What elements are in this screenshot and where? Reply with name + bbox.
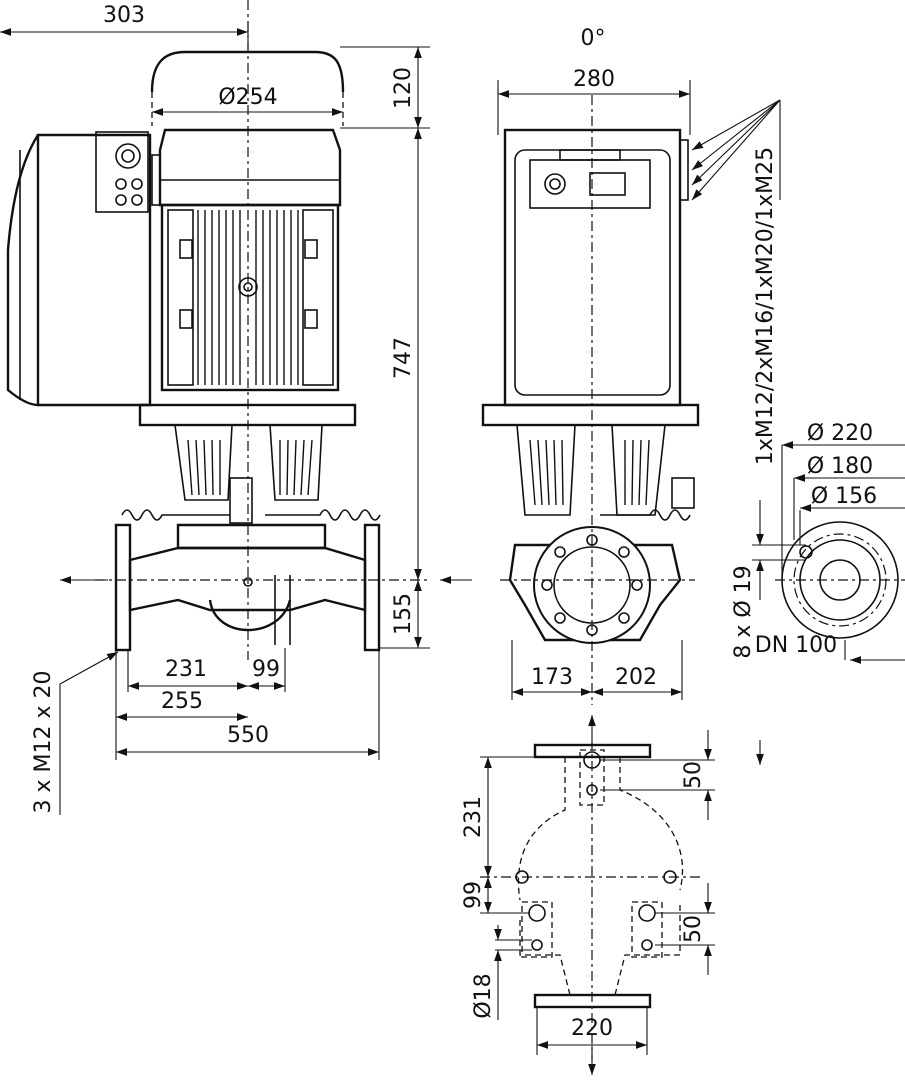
- dim-99-front: 99: [252, 657, 280, 682]
- dim-120: 120: [391, 67, 416, 109]
- side-lantern-slots: [529, 439, 650, 506]
- dim-202: 202: [615, 665, 657, 690]
- dim-255: 255: [161, 689, 203, 714]
- electronics-module: [6, 131, 161, 407]
- angle-label: 0°: [581, 26, 606, 51]
- hole-diameter-18: Ø18: [471, 973, 496, 1018]
- dim-231-base: 231: [461, 796, 486, 838]
- dim-303: 303: [103, 3, 145, 28]
- flange-d220: Ø 220: [807, 421, 873, 446]
- dim-220-base: 220: [571, 1016, 613, 1041]
- dim-280: 280: [573, 67, 615, 92]
- cable-glands: 1xM12/2xM16/1xM20/1xM25: [753, 147, 778, 465]
- flange-d156: Ø 156: [811, 484, 877, 509]
- dim-99-base: 99: [461, 881, 486, 909]
- dim-550: 550: [227, 723, 269, 748]
- dim-50-bottom: 50: [681, 915, 706, 943]
- flange-holes: 8 x Ø 19: [731, 565, 756, 658]
- flange-d180: Ø 180: [807, 454, 873, 479]
- bolt-callout: 3 x M12 x 20: [31, 671, 56, 814]
- motor-fins: [197, 210, 299, 385]
- dim-173: 173: [531, 665, 573, 690]
- dim-50-top: 50: [681, 761, 706, 789]
- base-view: 50 50 231 99 Ø18 220: [461, 715, 764, 1075]
- flange-detail: Ø 220 Ø 180 Ø 156 8 x Ø 19 DN 100: [731, 421, 905, 664]
- dim-155: 155: [391, 593, 416, 635]
- dim-231-front: 231: [165, 657, 207, 682]
- dim-747: 747: [391, 337, 416, 379]
- flange-dn: DN 100: [755, 633, 837, 658]
- front-view: 303 Ø254: [0, 0, 472, 815]
- side-view: 0° 280 1xM12/2xM16/1xM20/1xM25: [481, 26, 781, 705]
- lantern-slots: [187, 439, 313, 496]
